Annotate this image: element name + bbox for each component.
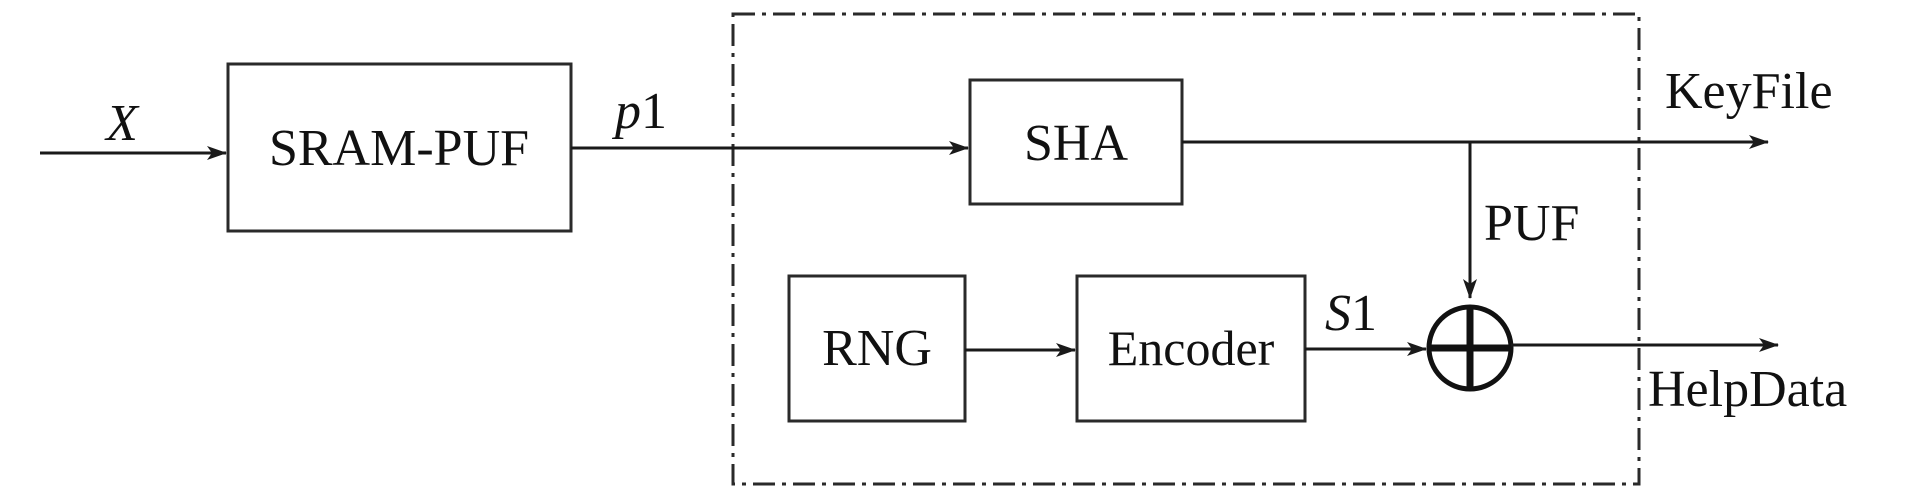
sram-puf-block: SRAM-PUF bbox=[226, 62, 573, 233]
processing-module-frame bbox=[731, 12, 1641, 486]
s1-label: S1 bbox=[1325, 285, 1377, 342]
s1-subscript: 1 bbox=[1351, 285, 1377, 342]
sram-puf-label: SRAM-PUF bbox=[269, 120, 529, 177]
puf-label: PUF bbox=[1484, 195, 1579, 252]
s1-variable: S bbox=[1325, 285, 1351, 342]
input-label: X bbox=[104, 95, 140, 152]
rng-label: RNG bbox=[822, 320, 932, 377]
p1-variable: p bbox=[611, 83, 641, 140]
rng-block: RNG bbox=[787, 274, 967, 423]
circled-plus-xor-icon bbox=[1426, 304, 1514, 392]
p1-label: p1 bbox=[611, 83, 667, 140]
sha-block: SHA bbox=[968, 78, 1184, 206]
encoder-label: Encoder bbox=[1108, 320, 1275, 376]
encoder-block: Encoder bbox=[1075, 274, 1307, 423]
keyfile-label: KeyFile bbox=[1665, 63, 1833, 120]
p1-subscript: 1 bbox=[641, 83, 667, 140]
helpdata-label: HelpData bbox=[1648, 361, 1847, 418]
sha-label: SHA bbox=[1024, 115, 1128, 172]
